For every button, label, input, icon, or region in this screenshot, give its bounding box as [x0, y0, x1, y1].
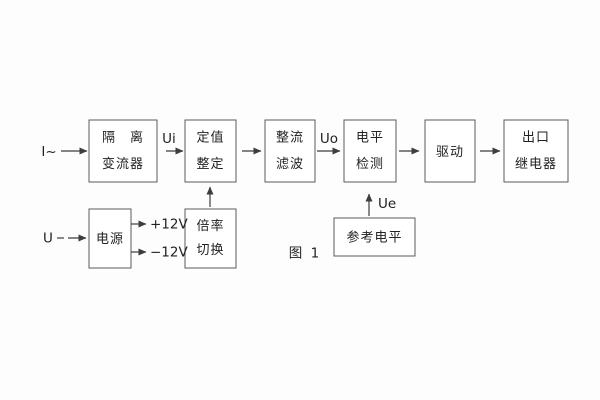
- block-power-supply-label: 电源: [96, 232, 124, 247]
- block-level-detect: [343, 119, 397, 183]
- block-reference-level: [333, 217, 416, 257]
- block-output-relay-label-line2: 继电器: [515, 157, 557, 172]
- block-setting-adjust-label-line1: 定值: [196, 130, 224, 146]
- figure-caption: 图 1: [289, 246, 321, 262]
- label-minus-12v: −12V: [150, 245, 188, 261]
- block-isolation-transformer-label-line2: 变流器: [102, 156, 144, 172]
- block-drive: [424, 119, 476, 183]
- block-ratio-switch: [184, 208, 237, 269]
- block-rectify-filter-label-line1: 整流: [276, 131, 304, 146]
- label-ue: Ue: [378, 196, 396, 212]
- block-ratio-switch-label-line2: 切换: [196, 243, 224, 258]
- label-input-voltage: U: [43, 231, 53, 247]
- block-rectify-filter-label-line2: 滤波: [276, 157, 304, 172]
- label-plus-12v: +12V: [150, 217, 188, 233]
- label-input-current: I~: [41, 144, 56, 160]
- block-setting-adjust-label-line2: 整定: [196, 157, 224, 172]
- block-drive-label: 驱动: [436, 145, 464, 160]
- block-power-supply: [88, 208, 132, 269]
- block-isolation-transformer-label-line1: 隔 离: [102, 130, 144, 146]
- block-rectify-filter: [264, 119, 316, 183]
- block-level-detect-label-line2: 检测: [356, 157, 384, 172]
- block-output-relay-label-line1: 出口: [522, 131, 550, 146]
- label-uo: Uo: [320, 131, 338, 147]
- block-setting-adjust: [184, 119, 237, 183]
- block-output-relay: [503, 119, 569, 183]
- block-isolation-transformer: [88, 119, 158, 183]
- label-ui: Ui: [162, 131, 176, 147]
- block-ratio-switch-label-line1: 倍率: [196, 218, 224, 234]
- block-reference-level-label: 参考电平: [346, 230, 402, 246]
- block-level-detect-label-line1: 电平: [356, 131, 384, 146]
